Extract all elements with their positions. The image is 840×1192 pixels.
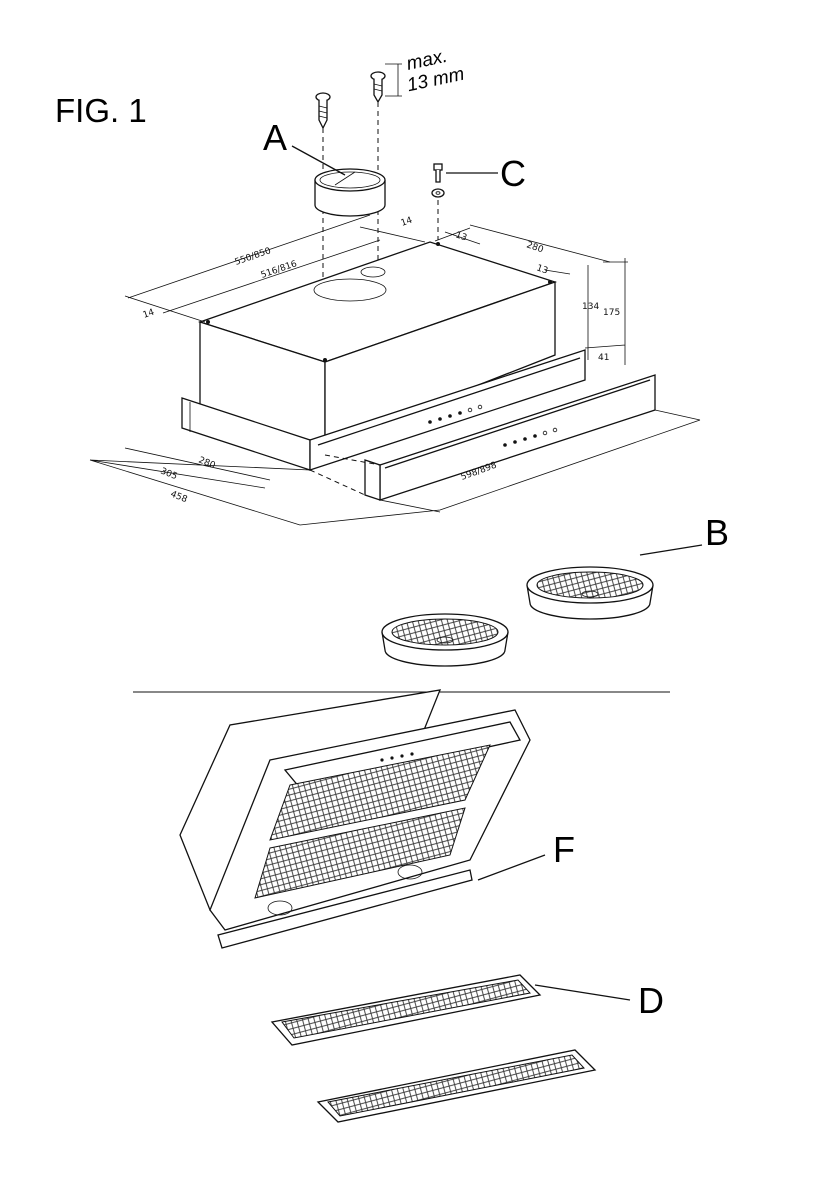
part-d-grease-filter [316,1049,597,1123]
dim-depth-280: 280 [197,456,217,472]
label-f: F [553,829,575,870]
dim-height-body: 134 [582,302,599,312]
dim-height-front: 41 [598,353,609,363]
dimension-lines [89,214,701,526]
dim-offset-left: 14 [142,308,156,321]
dim-depth-top: 280 [525,240,545,255]
dim-depth-458: 458 [169,490,189,506]
part-b-carbon-filter [381,613,509,667]
dim-width-outer: 550/850 [234,246,273,268]
part-c-bolt [431,163,445,198]
leader-d [534,984,631,1001]
dim-offset-back: 13 [454,230,468,243]
part-b-carbon-filter [526,566,654,620]
hood-underside [179,689,531,949]
leader-a [291,145,346,176]
label-d: D [638,980,664,1021]
dim-depth-305: 305 [159,467,179,483]
dim-width-inner: 516/816 [260,259,299,281]
dim-height-total: 175 [603,308,620,318]
figure-title: FIG. 1 [55,92,147,129]
part-d-grease-filter [270,974,542,1046]
screw-icon [370,71,386,104]
label-a: A [263,117,287,158]
leader-f [477,854,546,881]
part-a-collar [314,168,386,217]
screw-icon [315,92,331,130]
leader-b [639,544,703,556]
dim-offset-top: 14 [400,216,414,229]
hood-body [181,241,656,501]
label-b: B [705,512,729,553]
label-c: C [500,153,526,194]
dim-offset-right: 13 [535,263,549,276]
screw-length-dimension [385,63,402,97]
